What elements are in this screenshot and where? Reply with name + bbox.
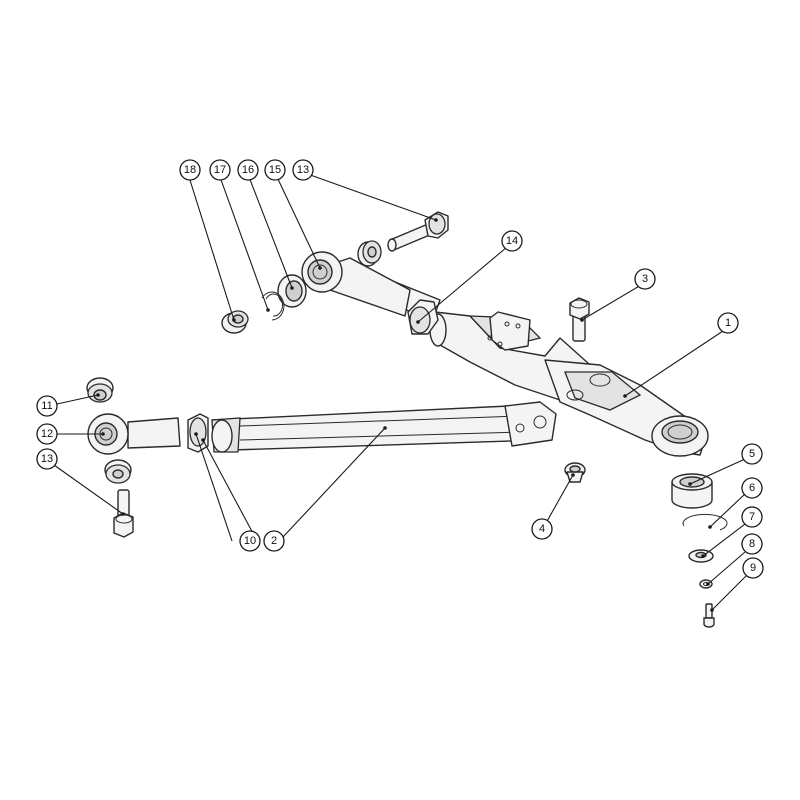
part-13-upper-bolt	[387, 211, 449, 252]
part-9-bolt	[703, 603, 715, 628]
part-2-lower-link	[211, 401, 557, 453]
callout-9-label: 9	[750, 562, 756, 574]
callout-14: 14	[501, 230, 523, 252]
callout-17: 17	[209, 159, 231, 181]
callout-18: 18	[179, 159, 201, 181]
callout-15-label: 15	[269, 164, 281, 176]
callout-6: 6	[741, 477, 763, 499]
callout-16-label: 16	[242, 164, 254, 176]
callout-4-label: 4	[539, 523, 545, 535]
callout-17-label: 17	[214, 164, 226, 176]
part-1-main-arm	[317, 261, 709, 457]
callout-16: 16	[237, 159, 259, 181]
callout-8-label: 8	[749, 538, 755, 550]
callout-2-label: 2	[271, 535, 277, 547]
callout-14-label: 14	[506, 235, 518, 247]
callout-13-upper-label: 13	[297, 164, 309, 176]
callout-11: 11	[36, 395, 58, 417]
callout-9: 9	[742, 557, 764, 579]
part-8-washer	[699, 579, 713, 589]
callout-3: 3	[634, 268, 656, 290]
part-18-spacer	[221, 310, 249, 334]
callout-1: 1	[717, 312, 739, 334]
part-11-spacer	[86, 377, 114, 403]
part-12-rod-end	[87, 413, 181, 455]
leader-lines	[53, 171, 748, 611]
callout-11-label: 11	[41, 400, 52, 412]
callout-13-upper: 13	[292, 159, 314, 181]
callout-13-lower: 13	[36, 448, 58, 470]
callout-7: 7	[741, 506, 763, 528]
callout-2: 2	[263, 530, 285, 552]
callout-1-label: 1	[725, 317, 731, 329]
callout-12-label: 12	[41, 428, 53, 440]
part-3-bolt	[569, 297, 590, 342]
part-17-circlip	[261, 291, 285, 321]
callout-18-label: 18	[184, 164, 196, 176]
callout-15: 15	[264, 159, 286, 181]
callout-4: 4	[531, 518, 553, 540]
upper-washer	[357, 240, 382, 267]
callout-10: 10	[239, 530, 261, 552]
part-4-bushing	[564, 462, 586, 483]
part-5-bushing	[671, 473, 713, 509]
callout-12: 12	[36, 423, 58, 445]
callout-7-label: 7	[749, 511, 755, 523]
callout-6-label: 6	[749, 482, 755, 494]
callout-3-label: 3	[642, 273, 648, 285]
callout-8: 8	[741, 533, 763, 555]
callout-5: 5	[741, 443, 763, 465]
part-16-bearing	[277, 274, 307, 308]
callout-10-label: 10	[244, 535, 256, 547]
callout-5-label: 5	[749, 448, 755, 460]
part-10-jam-nut	[187, 413, 209, 453]
part-6-circlip	[682, 513, 728, 531]
lower-spacer	[104, 459, 132, 484]
leader-dots	[96, 218, 714, 612]
part-15-rod-end	[301, 251, 411, 317]
callout-13-lower-label: 13	[41, 453, 53, 465]
